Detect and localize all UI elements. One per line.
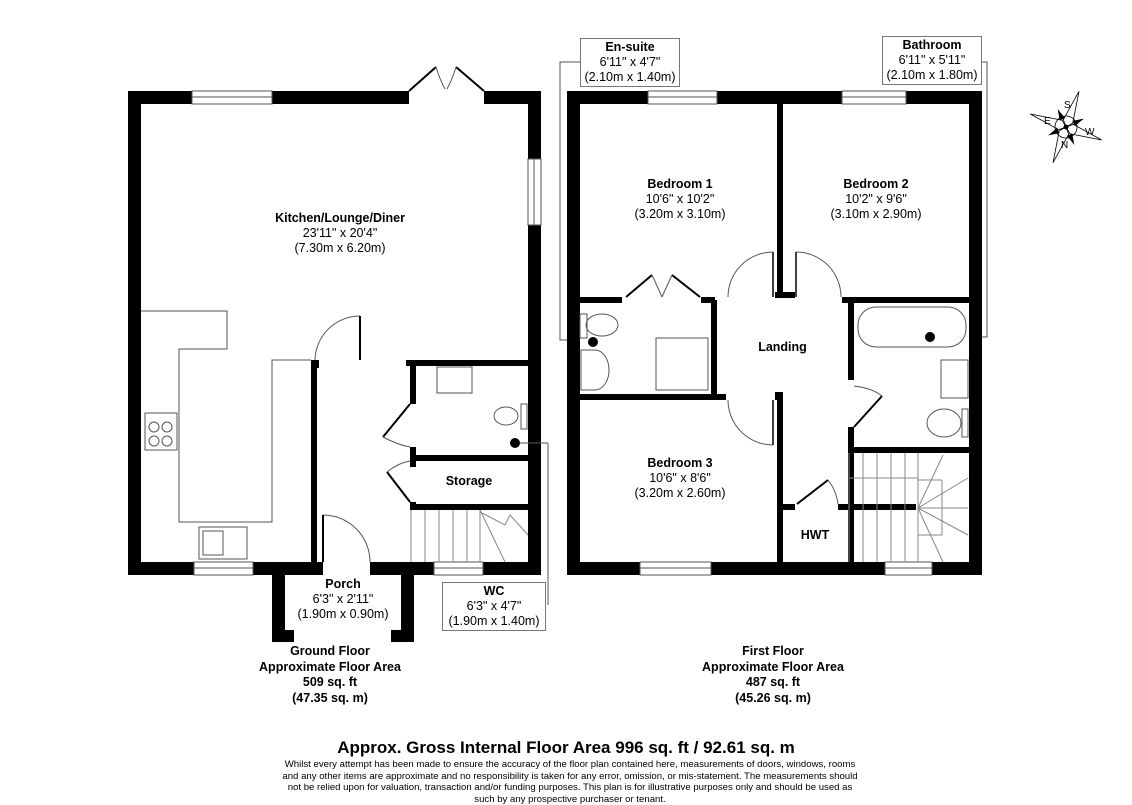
compass-south: S — [1064, 100, 1071, 111]
disclaimer-text: Whilst every attempt has been made to en… — [282, 759, 858, 805]
compass-west: W — [1085, 127, 1095, 138]
compass-east: E — [1044, 116, 1051, 127]
room-label-ensuite: En-suite 6'11" x 4'7" (2.10m x 1.40m) — [580, 38, 680, 87]
room-label-kitchen: Kitchen/Lounge/Diner 23'11" x 20'4" (7.3… — [275, 211, 405, 255]
room-label-hwt: HWT — [800, 528, 830, 542]
room-label-landing: Landing — [758, 340, 807, 354]
first-floor-area: First Floor Approximate Floor Area 487 s… — [702, 644, 844, 705]
ground-floor-area: Ground Floor Approximate Floor Area 509 … — [259, 644, 401, 705]
compass-north: N — [1061, 140, 1069, 151]
gross-internal-area: Approx. Gross Internal Floor Area 996 sq… — [337, 738, 795, 757]
room-label-wc: WC 6'3" x 4'7" (1.90m x 1.40m) — [442, 582, 546, 631]
room-label-porch: Porch 6'3" x 2'11" (1.90m x 0.90m) — [297, 577, 389, 621]
room-label-bedroom-2: Bedroom 2 10'2" x 9'6" (3.10m x 2.90m) — [830, 177, 922, 221]
room-label-bedroom-1: Bedroom 1 10'6" x 10'2" (3.20m x 3.10m) — [634, 177, 726, 221]
room-label-bathroom: Bathroom 6'11" x 5'11" (2.10m x 1.80m) — [882, 36, 982, 85]
room-label-storage: Storage — [445, 474, 493, 488]
compass-icon — [1030, 91, 1102, 163]
room-label-bedroom-3: Bedroom 3 10'6" x 8'6" (3.20m x 2.60m) — [634, 456, 726, 500]
